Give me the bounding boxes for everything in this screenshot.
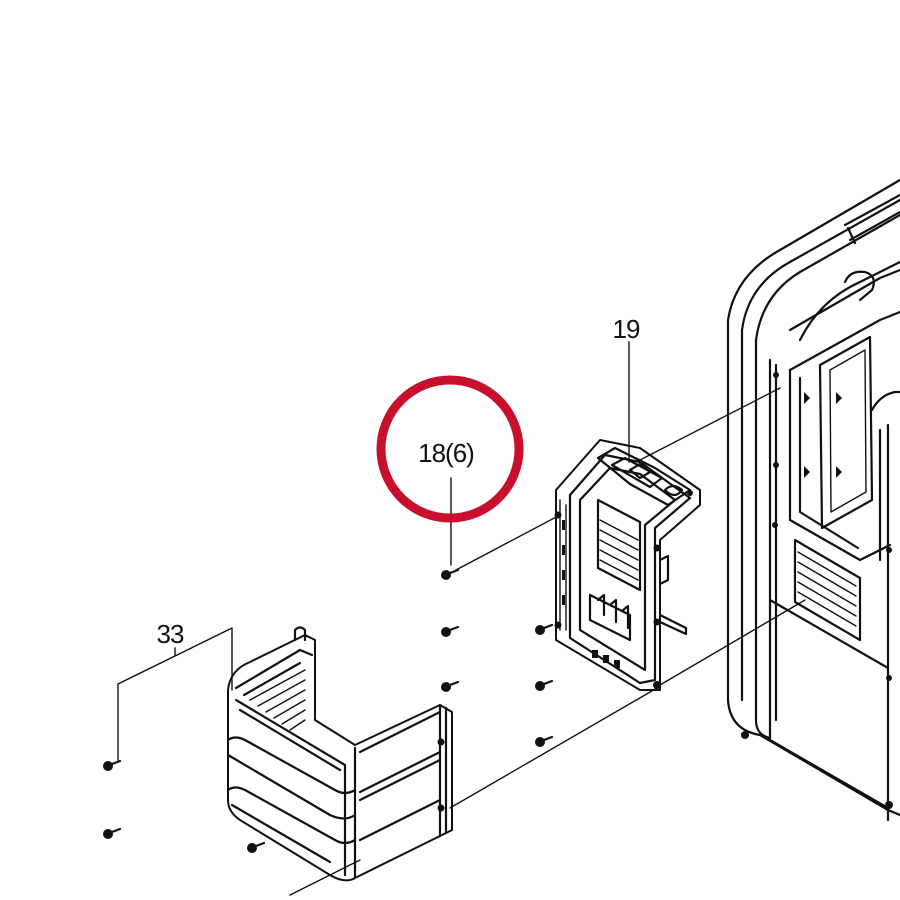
screw-18-1 [441, 568, 460, 580]
screws [103, 568, 554, 853]
screw-18-3 [441, 680, 460, 692]
screw-18-2 [441, 625, 460, 637]
callout-18-label: 18(6) [418, 438, 474, 468]
part-33-guard [226, 626, 453, 882]
part-19-control-panel [554, 439, 701, 691]
highlight-circle [376, 375, 524, 523]
screw-18-5 [535, 679, 554, 691]
screw-33-1 [103, 759, 122, 771]
screw-33-2 [103, 827, 122, 839]
screw-18-6 [535, 735, 554, 747]
leader-lines [117, 341, 630, 761]
callout-19-label: 19 [613, 314, 640, 344]
assembly-lines [289, 387, 806, 896]
callout-33-label: 33 [157, 619, 184, 649]
screw-33-3 [247, 841, 266, 853]
main-unit-housing [726, 178, 900, 822]
vent-slats [793, 538, 862, 642]
screw-18-4 [535, 623, 554, 635]
